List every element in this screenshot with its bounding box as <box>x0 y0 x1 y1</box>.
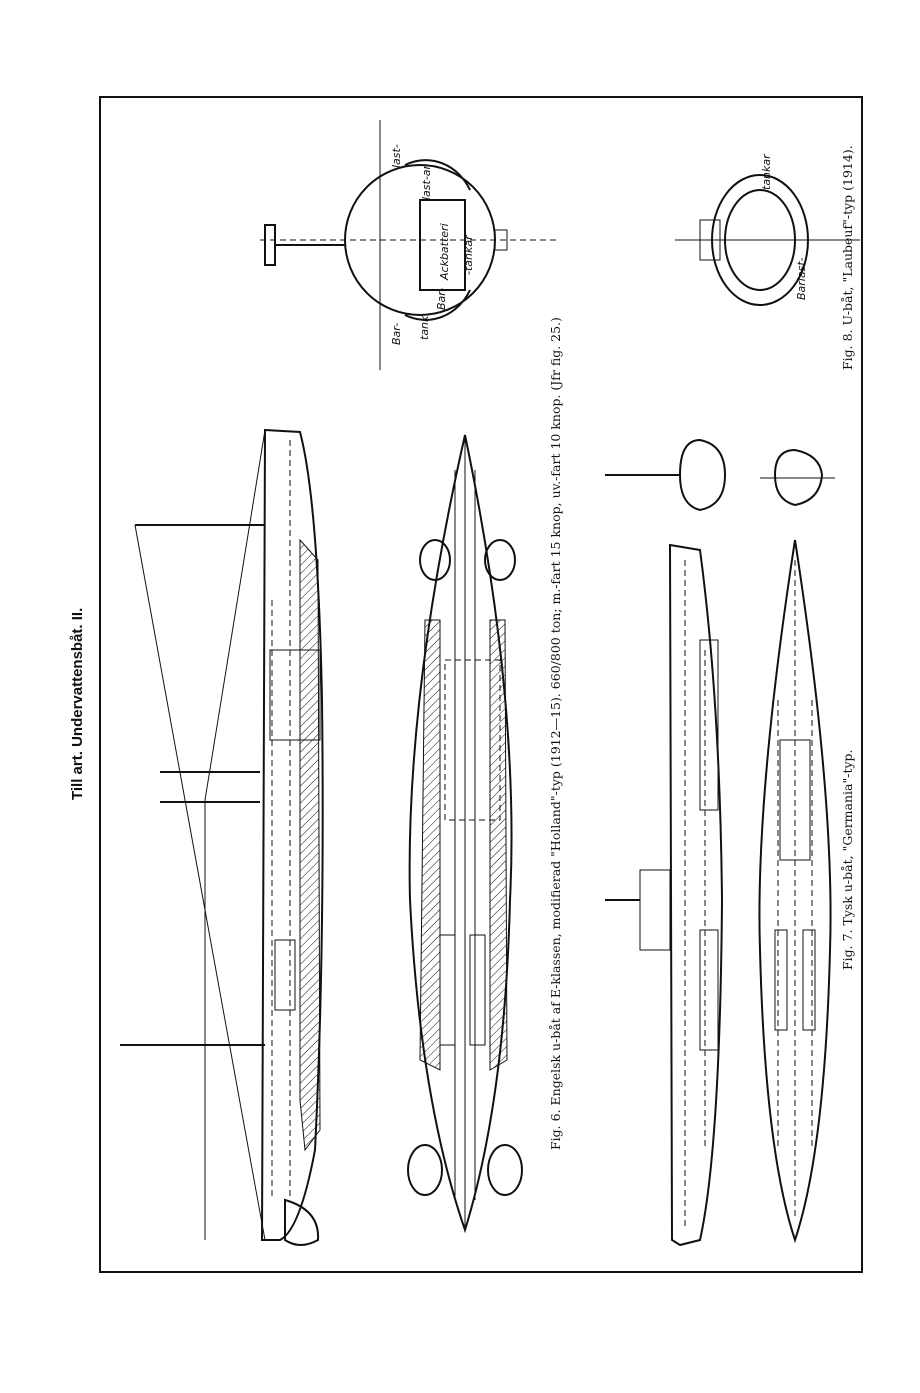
fig8-caption: Fig. 8. U-båt, "Laubeuf"-typ (1914). <box>840 145 855 370</box>
page-header: Till art. Undervattensbåt. II. <box>69 608 86 800</box>
plate-frame <box>99 96 863 1273</box>
label-ackbatteri: Ackbatteri <box>438 223 451 281</box>
fig6-plan-view <box>407 434 523 1234</box>
label-last-ar: last-ar <box>420 163 433 200</box>
label-last: last- <box>390 144 403 168</box>
label-bar: Bar- <box>390 323 403 345</box>
fig6-cross-section: Bar- tank Bar- Ackbatteri last- last-ar … <box>260 120 560 370</box>
battery-cells <box>699 639 719 1051</box>
label-tankar-fig8: tankar <box>760 153 773 190</box>
fig7-cross-sections <box>605 438 835 512</box>
label-barlast: Barlast- <box>795 257 808 300</box>
fig7-side-elevation <box>605 543 724 1247</box>
label-tankar: -tankar <box>462 234 475 275</box>
fig8-cross-section: Barlast- tankar <box>675 153 860 306</box>
fig6-side-elevation <box>120 428 324 1246</box>
label-bar-2: Bar- <box>435 288 448 310</box>
fig7-caption: Fig. 7. Tysk u-båt, "Germania"-typ. <box>840 749 855 970</box>
label-tank: tank <box>418 315 431 340</box>
fig6-caption: Fig. 6. Engelsk u-båt af E-klassen, modi… <box>548 317 563 1150</box>
fig7-plan-view <box>758 539 832 1244</box>
